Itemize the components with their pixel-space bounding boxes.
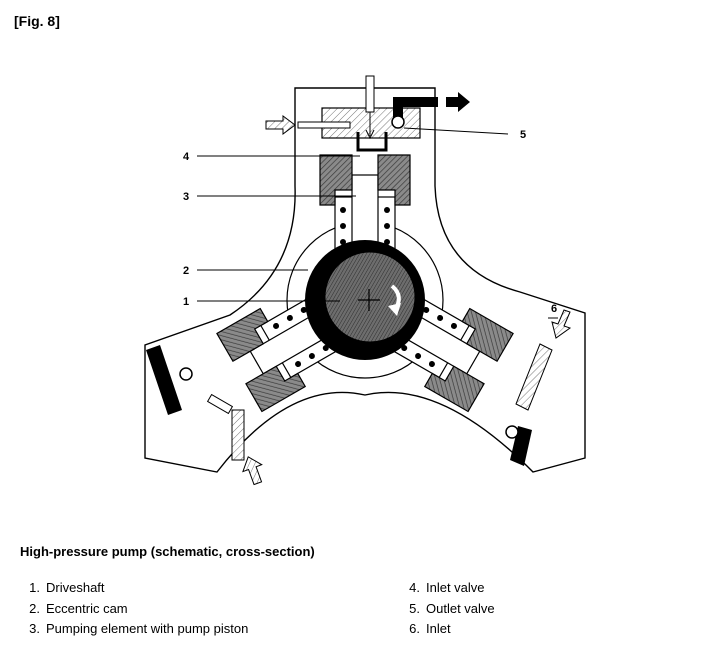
legend-text: Driveshaft: [46, 580, 105, 595]
right-port-plate: [510, 426, 532, 466]
legend-column-left: 1. Driveshaft 2. Eccentric cam 3. Pumping e…: [20, 580, 248, 642]
outlet-arrow: [446, 92, 470, 112]
legend-number: 6.: [409, 621, 420, 636]
legend-number: 2.: [29, 600, 40, 616]
legend-text: Pumping element with pump piston: [46, 621, 249, 636]
legend-text: Inlet valve: [426, 580, 485, 595]
legend-number: 1.: [29, 580, 40, 595]
legend-item: 2. Eccentric cam: [20, 601, 248, 622]
legend-item: 5. Outlet valve: [400, 601, 495, 622]
driveshaft: [324, 251, 416, 343]
left-port-plate: [146, 345, 182, 415]
legend-item: 1. Driveshaft: [20, 580, 248, 601]
legend-number: 3.: [29, 621, 40, 636]
inlet-arrow-top: [265, 115, 296, 135]
callout-5: 5: [520, 129, 526, 141]
callout-2: 2: [183, 265, 189, 277]
callout-1: 1: [183, 296, 189, 308]
legend-column-right: 4. Inlet valve 5. Outlet valve 6. Inlet: [400, 580, 495, 642]
legend-item: 4. Inlet valve: [400, 580, 495, 601]
callout-4: 4: [183, 151, 190, 163]
diagram-caption: High-pressure pump (schematic, cross-sec…: [20, 544, 315, 559]
callout-6: 6: [551, 303, 557, 315]
legend-text: Inlet: [426, 621, 451, 636]
callout-leaders: [197, 127, 558, 319]
legend-number: 5.: [409, 600, 420, 616]
inlet-arrow-right: [551, 309, 572, 339]
legend-item: 6. Inlet: [400, 621, 495, 642]
legend-text: Outlet valve: [426, 600, 495, 616]
leader-5: [403, 127, 509, 135]
pump-cross-section-diagram: 1 2 3 4 5 6: [144, 75, 586, 486]
legend-text: Eccentric cam: [46, 600, 128, 616]
outlet-valve-ball: [391, 115, 405, 129]
legend-item: 3. Pumping element with pump piston: [20, 621, 248, 642]
figure-label: [Fig. 8]: [14, 13, 60, 29]
inlet-arrow-bottom: [242, 456, 263, 486]
legend-number: 4.: [409, 580, 420, 595]
callout-3: 3: [183, 191, 189, 203]
